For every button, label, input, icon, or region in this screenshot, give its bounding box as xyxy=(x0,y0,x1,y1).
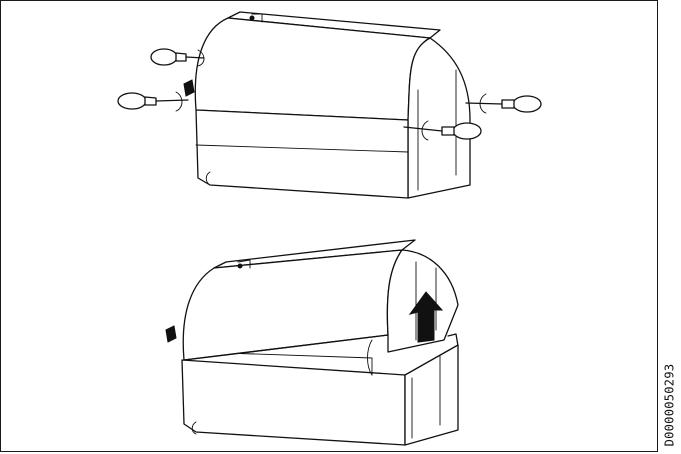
step-1-unscrew-cover xyxy=(117,11,542,199)
appliance-housing-closed xyxy=(183,11,471,199)
screw-hole-icon xyxy=(237,263,243,269)
lift-arrow-icon xyxy=(408,291,444,343)
cover-screw-icon xyxy=(165,325,177,343)
screwdriver-icon xyxy=(403,122,482,140)
appliance-base xyxy=(181,339,459,446)
step-2-lift-cover xyxy=(165,239,459,446)
rotation-arrow-icon xyxy=(479,93,487,114)
document-code-label: D0000050293 xyxy=(658,360,680,450)
figure-frame xyxy=(0,0,658,452)
rotation-arrow-icon xyxy=(175,91,183,112)
appliance-cover-lifted xyxy=(165,239,459,361)
document-code-text: D0000050293 xyxy=(662,363,676,447)
screwdriver-icon xyxy=(150,48,205,66)
screwdriver-icon xyxy=(465,95,542,113)
rotation-arrow-icon xyxy=(197,49,205,67)
cover-screw-icon xyxy=(183,79,195,97)
screw-hole-icon xyxy=(249,15,255,21)
rotation-arrow-icon xyxy=(421,120,429,141)
screwdriver-icon xyxy=(117,92,189,110)
